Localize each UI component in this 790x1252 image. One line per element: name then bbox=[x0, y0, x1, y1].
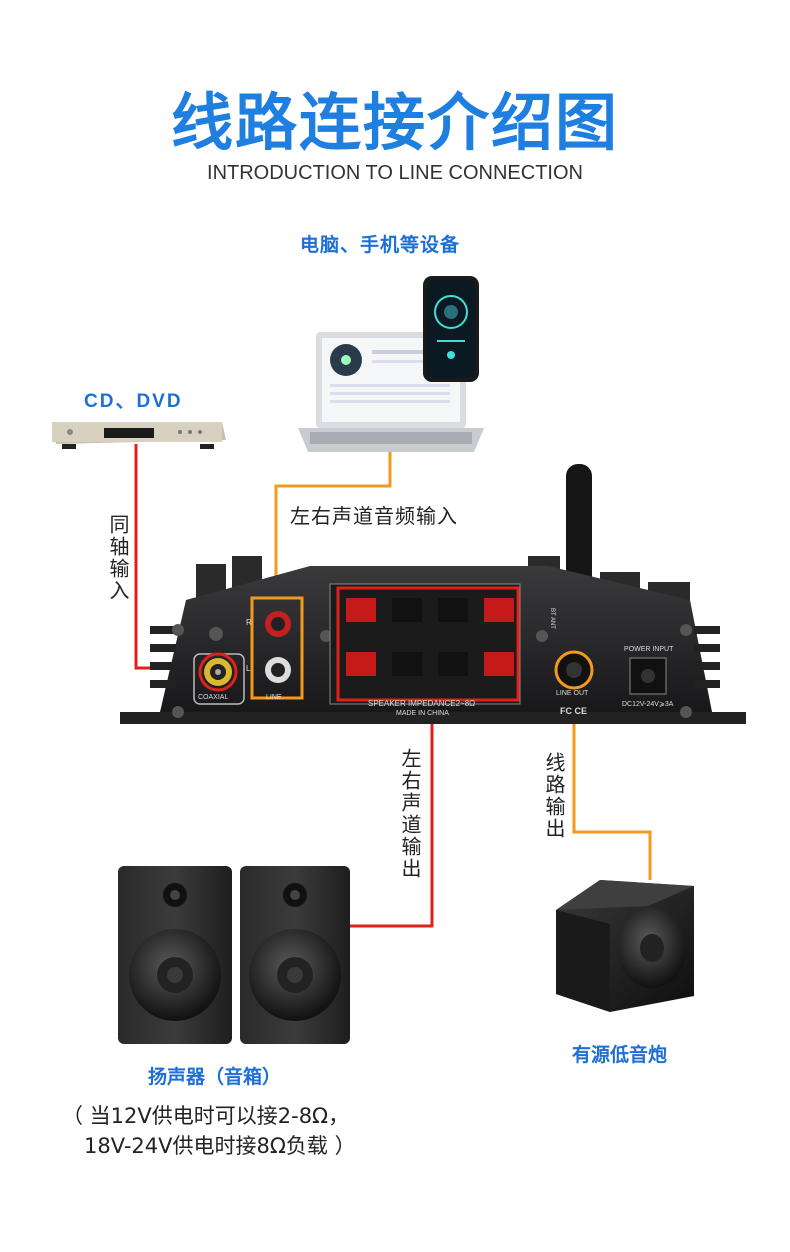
computer-phone-label: 电脑、手机等设备 bbox=[300, 234, 461, 256]
line-input-orange-line bbox=[274, 452, 392, 600]
speaker-terminal-block bbox=[329, 583, 521, 705]
power-input-print: POWER INPUT bbox=[624, 646, 674, 653]
l-channel-mark: L bbox=[246, 664, 251, 673]
lr-output-label: 左右声道输出 bbox=[398, 748, 422, 880]
load-note-line-1: （ 当12V供电时可以接2-8Ω， bbox=[62, 1104, 350, 1128]
subwoofer-illustration bbox=[556, 880, 694, 1012]
coaxial-input-label: 同轴输入 bbox=[106, 514, 130, 602]
phone-illustration bbox=[423, 276, 479, 382]
power-input-port bbox=[629, 657, 667, 695]
subwoofer-label: 有源低音炮 bbox=[572, 1044, 668, 1066]
coaxial-port bbox=[193, 652, 245, 705]
speaker-output-red-line bbox=[346, 700, 434, 928]
bookshelf-speaker-left bbox=[118, 866, 232, 1044]
page-subtitle: INTRODUCTION TO LINE CONNECTION bbox=[207, 162, 583, 184]
speaker-impedance-print: SPEAKER IMPEDANCE2~8Ω bbox=[368, 699, 476, 708]
power-spec-print: DC12V-24V⩾3A bbox=[622, 701, 674, 708]
r-channel-mark: R bbox=[246, 618, 252, 627]
speakers-label: 扬声器（音箱） bbox=[148, 1066, 282, 1088]
cd-dvd-label: CD、DVD bbox=[84, 391, 183, 412]
line-out-port bbox=[554, 650, 594, 690]
line-output-label: 线路输出 bbox=[542, 752, 566, 840]
line-print: LINE bbox=[266, 694, 282, 701]
fc-ce-mark: FC CE bbox=[560, 706, 587, 716]
line-rca-ports bbox=[250, 596, 304, 700]
cd-dvd-player-illustration bbox=[52, 422, 226, 449]
load-note-line-2: 18V-24V供电时接8Ω负载 ） bbox=[84, 1134, 356, 1158]
page-title: 线路连接介绍图 bbox=[170, 86, 619, 159]
bt-ant-label: BT ANT bbox=[549, 608, 555, 629]
coaxial-print: COAXIAL bbox=[198, 694, 229, 701]
lr-input-label: 左右声道音频输入 bbox=[290, 504, 458, 528]
line-out-orange-line bbox=[572, 700, 652, 880]
bookshelf-speaker-right bbox=[240, 866, 350, 1044]
line-out-print: LINE OUT bbox=[556, 690, 589, 697]
made-in-print: MADE IN CHINA bbox=[396, 710, 449, 717]
